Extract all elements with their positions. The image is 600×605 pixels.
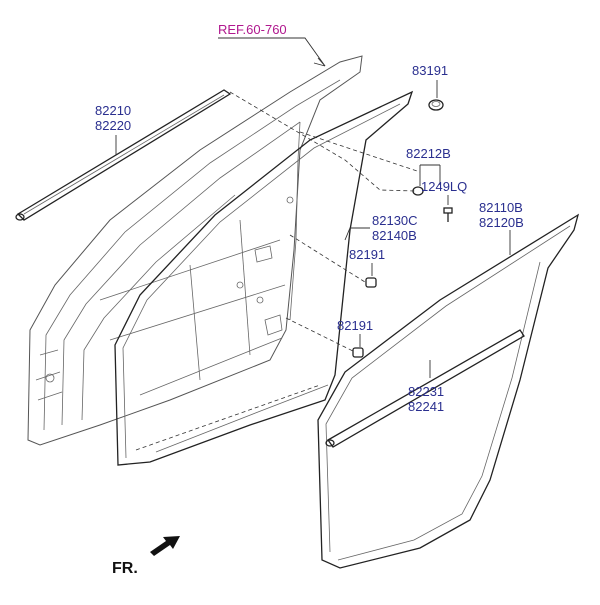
part-label-82191-upper: 82191 [349,247,386,262]
screw-1249lq [443,207,453,222]
plug-83191 [428,99,444,111]
door-side-weatherstrip [114,90,414,466]
part-label-82210: 82210 82220 [95,103,132,133]
inner-belt-strip [325,329,525,448]
part-label-82212b: 82212B [406,146,451,161]
part-label-83191: 83191 [412,63,449,78]
part-label-82231: 82231 82241 [408,384,445,414]
leader-lines [115,37,511,378]
part-label-1249lq: 1249LQ [421,179,468,194]
part-label-82110b: 82110B 82120B [479,200,524,230]
door-frame [27,55,363,446]
body-side-weatherstrip [317,213,580,569]
front-marker-label: FR. [112,560,138,577]
front-arrow-icon [150,536,180,556]
part-label-82130c: 82130C 82140B [372,213,418,243]
part-label-82191-lower: 82191 [337,318,374,333]
ref-label: REF.60-760 [218,22,287,37]
belt-moulding-strip [15,89,232,221]
stopper-82191-upper [365,277,377,288]
stopper-82191-lower [352,347,364,358]
